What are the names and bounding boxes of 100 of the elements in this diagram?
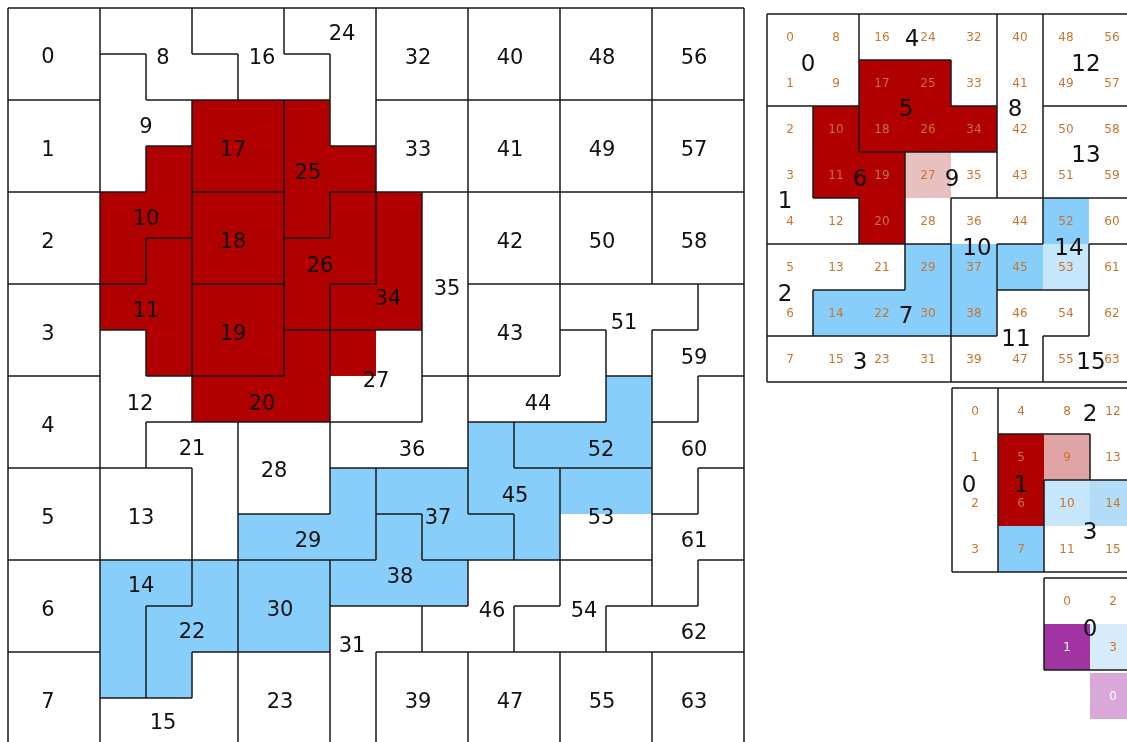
- region-number: 55: [588, 690, 616, 712]
- region-number: 39: [404, 690, 432, 712]
- cell-number: 31: [920, 353, 936, 365]
- region-number: 40: [496, 46, 524, 68]
- cell-number: 3: [1109, 641, 1117, 653]
- cell-number: 29: [920, 261, 936, 273]
- cell-number: 2: [786, 123, 794, 135]
- region-number: 43: [496, 322, 524, 344]
- region-number: 18: [219, 230, 247, 252]
- cell-number: 0: [786, 31, 794, 43]
- cell-number: 0: [1063, 595, 1071, 607]
- cell-number: 8: [1063, 405, 1071, 417]
- cell-number: 10: [1059, 497, 1075, 509]
- region-number: 11: [132, 299, 160, 321]
- region-number: 21: [178, 437, 206, 459]
- cell-number: 45: [1012, 261, 1028, 273]
- cell-number: 6: [786, 307, 794, 319]
- cell-number: 40: [1012, 31, 1028, 43]
- region-number: 50: [588, 230, 616, 252]
- region-number: 7: [41, 690, 55, 712]
- cell-number: 50: [1058, 123, 1074, 135]
- cell-number: 2: [971, 497, 979, 509]
- region-number: 37: [424, 506, 452, 528]
- region-number: 60: [680, 438, 708, 460]
- cell-number: 63: [1104, 353, 1120, 365]
- region-number: 41: [496, 138, 524, 160]
- region-number: 33: [404, 138, 432, 160]
- cell-number: 58: [1104, 123, 1120, 135]
- region-number: 31: [338, 634, 366, 656]
- cell-number: 10: [828, 123, 844, 135]
- cell-number: 27: [920, 169, 936, 181]
- region-number: 14: [1054, 235, 1084, 259]
- cell-number: 38: [966, 307, 982, 319]
- region-number: 1: [1013, 472, 1029, 496]
- region-number: 26: [306, 254, 334, 276]
- cell-number: 36: [966, 215, 982, 227]
- region-number: 58: [680, 230, 708, 252]
- region-number: 51: [610, 311, 638, 333]
- region-number: 12: [1071, 51, 1101, 75]
- cell-number: 3: [971, 543, 979, 555]
- cell-number: 12: [1105, 405, 1121, 417]
- cell-number: 25: [920, 77, 936, 89]
- cell-number: 61: [1104, 261, 1120, 273]
- region-number: 5: [41, 506, 55, 528]
- region-number: 2: [1082, 401, 1098, 425]
- region-number: 63: [680, 690, 708, 712]
- cell-number: 34: [966, 123, 982, 135]
- cell-number: 44: [1012, 215, 1028, 227]
- cell-number: 35: [966, 169, 982, 181]
- cell-number: 62: [1104, 307, 1120, 319]
- region-number: 47: [496, 690, 524, 712]
- region-number: 15: [1076, 349, 1106, 373]
- region-number: 1: [41, 138, 55, 160]
- cell-number: 39: [966, 353, 982, 365]
- cell-number: 7: [786, 353, 794, 365]
- region-number: 56: [680, 46, 708, 68]
- region-number: 10: [132, 207, 160, 229]
- cell-number: 14: [828, 307, 844, 319]
- cell-number: 14: [1105, 497, 1121, 509]
- region-number: 5: [898, 96, 914, 120]
- region-number: 44: [524, 392, 552, 414]
- cell-number: 59: [1104, 169, 1120, 181]
- region-number: 57: [680, 138, 708, 160]
- region-number: 12: [126, 392, 154, 414]
- region-number: 28: [260, 459, 288, 481]
- cell-number: 54: [1058, 307, 1074, 319]
- cell-number: 53: [1058, 261, 1074, 273]
- cell-number: 18: [874, 123, 890, 135]
- region-number: 4: [41, 414, 55, 436]
- cell-number: 46: [1012, 307, 1028, 319]
- region-number: 24: [328, 22, 356, 44]
- cell-number: 5: [1017, 451, 1025, 463]
- cell-number: 9: [832, 77, 840, 89]
- region-number: 3: [41, 322, 55, 344]
- cell-number: 13: [828, 261, 844, 273]
- region-number: 15: [149, 711, 177, 733]
- region-number: 61: [680, 529, 708, 551]
- region-number: 4: [904, 26, 920, 50]
- cell-number: 60: [1104, 215, 1120, 227]
- cell-number: 8: [832, 31, 840, 43]
- region-number: 0: [41, 45, 55, 67]
- region-number: 10: [962, 235, 992, 259]
- region-number: 0: [961, 472, 977, 496]
- cell-number: 41: [1012, 77, 1028, 89]
- cell-number: 47: [1012, 353, 1028, 365]
- region-number: 3: [852, 349, 868, 373]
- region-number: 54: [570, 599, 598, 621]
- region-number: 22: [178, 620, 206, 642]
- cell-number: 6: [1017, 497, 1025, 509]
- region-number: 35: [433, 277, 461, 299]
- cell-number: 52: [1058, 215, 1074, 227]
- cell-number: 33: [966, 77, 982, 89]
- region-number: 46: [478, 599, 506, 621]
- cell-number: 51: [1058, 169, 1074, 181]
- cell-number: 19: [874, 169, 890, 181]
- region-number: 13: [127, 506, 155, 528]
- cell-number: 30: [920, 307, 936, 319]
- region-number: 2: [41, 230, 55, 252]
- cell-number: 1: [971, 451, 979, 463]
- cell-number: 32: [966, 31, 982, 43]
